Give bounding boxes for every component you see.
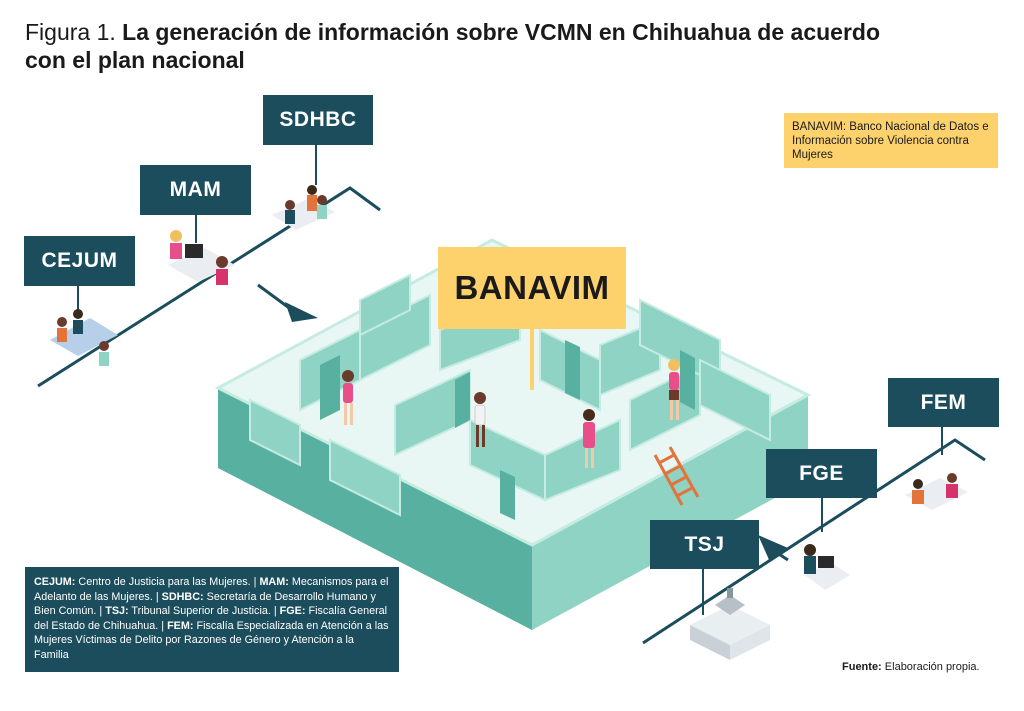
- woman-figure-2: [474, 392, 486, 447]
- ladder: [653, 446, 700, 506]
- tsj-building-illustration: [690, 588, 770, 660]
- node-fge: FGE: [766, 449, 877, 498]
- mam-office-illustration: [168, 230, 235, 285]
- arrow-to-maze: [285, 302, 318, 322]
- legend-abbr-sdhbc: SDHBC:: [161, 590, 204, 603]
- maze: [214, 238, 812, 630]
- node-fem: FEM: [888, 378, 999, 427]
- legend-text-sdhbc: Secretaría de Desarrollo Humano y Bien C…: [34, 590, 376, 618]
- source-label: Fuente:: [842, 661, 882, 673]
- figure-title: Figura 1. La generación de información s…: [25, 18, 925, 74]
- legend-text-fem: Fiscalía Especializada en Atención a las…: [34, 619, 389, 661]
- fem-office-illustration: [905, 473, 968, 510]
- node-mam: MAM: [140, 165, 251, 215]
- source-note: Fuente: Elaboración propia.: [842, 661, 980, 673]
- cejum-office-illustration: [50, 309, 118, 366]
- legend-abbr-fge: FGE:: [279, 605, 306, 618]
- abbreviations-legend: CEJUM: Centro de Justicia para las Mujer…: [25, 567, 399, 672]
- node-tsj: TSJ: [650, 520, 759, 569]
- legend-text-tsj: Tribunal Superior de Justicia. |: [128, 605, 280, 618]
- lower-network-line: [642, 425, 986, 645]
- node-sdhbc: SDHBC: [263, 95, 373, 145]
- upper-network-line: [37, 140, 381, 388]
- legend-text-cejum: Centro de Justicia para las Mujeres. |: [75, 576, 260, 588]
- arrow-from-tsj: [758, 535, 788, 562]
- woman-figure-3: [583, 409, 595, 468]
- figure-title-text: La generación de información sobre VCMN …: [25, 19, 881, 73]
- fge-office-illustration: [804, 544, 850, 590]
- woman-figure-1: [342, 370, 354, 425]
- sdhbc-office-illustration: [272, 185, 335, 230]
- figure-number: Figura 1.: [25, 19, 116, 45]
- banavim-definition: BANAVIM: Banco Nacional de Datos e Infor…: [784, 113, 998, 168]
- node-banavim: BANAVIM: [438, 247, 626, 329]
- legend-text-fge: Fiscalía General del Estado de Chihuahua…: [34, 605, 388, 632]
- legend-abbr-fem: FEM:: [167, 619, 194, 632]
- source-text: Elaboración propia.: [881, 661, 980, 673]
- woman-figure-4: [668, 359, 680, 420]
- legend-abbr-mam: MAM:: [259, 576, 289, 588]
- node-cejum: CEJUM: [24, 236, 135, 286]
- legend-text-mam: Mecanismos para el Adelanto de las Mujer…: [34, 576, 389, 603]
- legend-abbr-tsj: TSJ:: [105, 605, 129, 618]
- legend-abbr-cejum: CEJUM:: [34, 576, 76, 588]
